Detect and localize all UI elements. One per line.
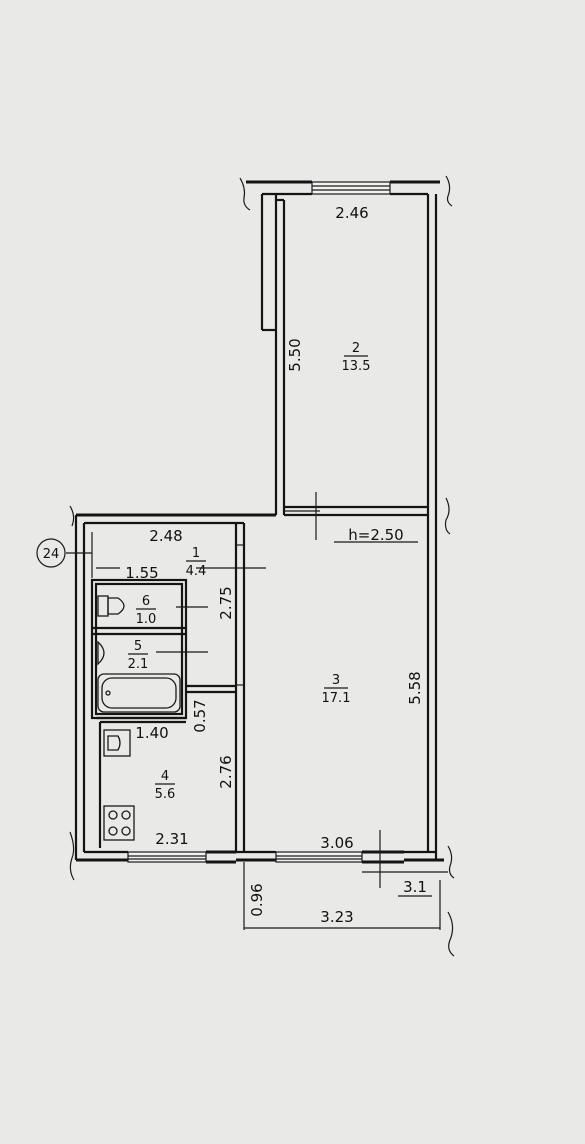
dim-kitchen-top: 1.40 [135, 724, 168, 742]
ceiling-height: h=2.50 [348, 526, 403, 544]
room-2-label: 2 13.5 [342, 341, 371, 374]
room-3-label: 3 17.1 [322, 673, 351, 706]
room-number: 2 [352, 341, 360, 356]
room-area: 5.6 [155, 787, 176, 802]
room-1-label: 1 4.4 [186, 546, 207, 579]
window-kitchen [127, 851, 207, 863]
break-marks [69, 175, 455, 957]
dim-kitchen-width: 2.31 [155, 830, 188, 848]
dimension-lines [66, 492, 448, 930]
bathtub-icon [97, 673, 181, 713]
dim-room3-length: 5.58 [406, 671, 424, 704]
room-6-label: 6 1.0 [136, 594, 157, 627]
dim-hall-inner: 1.55 [125, 564, 158, 582]
dim-room3-width: 3.06 [320, 834, 353, 852]
room-5-label: 5 2.1 [128, 639, 149, 672]
room-number: 4 [161, 769, 169, 784]
dim-room2-width: 2.46 [335, 204, 368, 222]
stove-icon [103, 805, 135, 841]
room-area: 17.1 [322, 691, 351, 706]
interior-partitions [90, 510, 320, 852]
room-2-walls [246, 180, 440, 517]
room-area: 1.0 [136, 612, 157, 627]
dim-balcony-area: 3.1 [403, 878, 427, 896]
room-number: 1 [192, 546, 200, 561]
dim-kitchen-length: 2.76 [217, 755, 235, 788]
dim-balcony-depth: 0.96 [248, 883, 266, 916]
plan-number-badge [36, 538, 66, 568]
window-room-2 [311, 181, 391, 195]
room-area: 13.5 [342, 359, 371, 374]
bath-sink-icon [97, 640, 105, 666]
dim-room2-length: 5.50 [286, 338, 304, 371]
plan-number: 24 [43, 547, 60, 562]
room-number: 5 [134, 639, 142, 654]
kitchen-sink-icon [103, 729, 131, 757]
dim-gap: 0.57 [191, 699, 209, 732]
room-area: 4.4 [186, 564, 207, 579]
room-area: 2.1 [128, 657, 149, 672]
dim-hall-length: 2.75 [217, 586, 235, 619]
lower-block-walls [74, 513, 444, 864]
dim-hall-width: 2.48 [149, 527, 182, 545]
toilet-icon [97, 595, 109, 617]
fixtures [97, 595, 181, 841]
room-number: 6 [142, 594, 150, 609]
dim-balcony-length: 3.23 [320, 908, 353, 926]
room-number: 3 [332, 673, 340, 688]
window-room-3 [275, 851, 363, 863]
room-4-label: 4 5.6 [155, 769, 176, 802]
